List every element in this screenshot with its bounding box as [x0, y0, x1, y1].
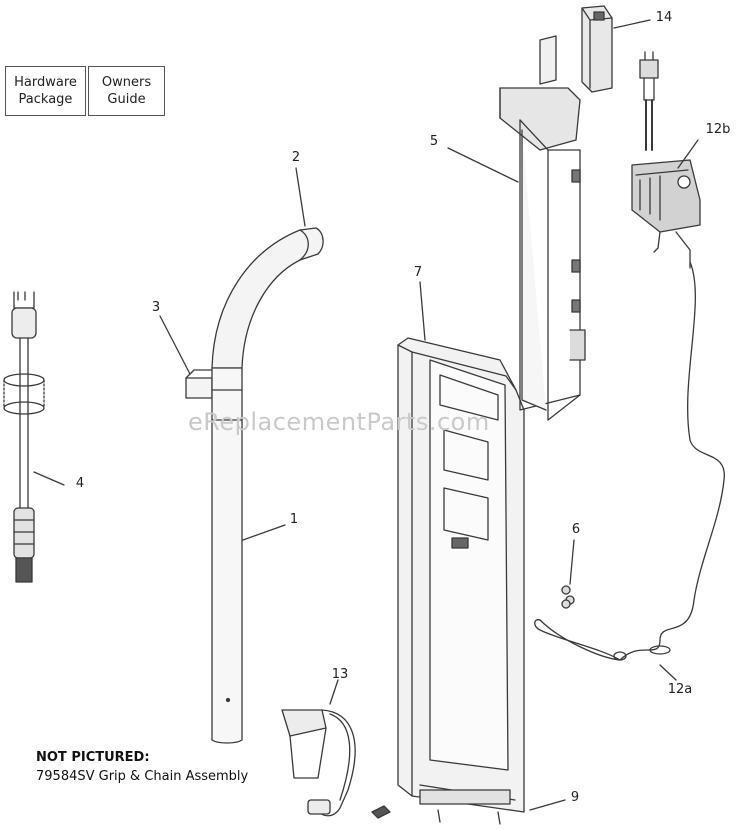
- callout-14: 14: [655, 10, 673, 25]
- part-12a-internal-wiring: [534, 261, 725, 681]
- hardware-package-line1: Hardware: [14, 75, 77, 90]
- part-14-cord-hanger: [581, 5, 651, 93]
- part-7-back-housing: [371, 281, 525, 825]
- not-pictured-item: 79584SV Grip & Chain Assembly: [36, 769, 249, 784]
- callout-7: 7: [413, 265, 423, 280]
- callout-6: 6: [571, 522, 581, 537]
- callout-12b: 12b: [705, 122, 731, 137]
- hardware-package-box: Hardware Package: [5, 66, 86, 116]
- not-pictured-header: NOT PICTURED:: [36, 750, 150, 765]
- owners-guide-line1: Owners: [101, 75, 152, 90]
- part-12b-cord-switch: [631, 51, 701, 269]
- callout-5: 5: [429, 134, 439, 149]
- watermark: eReplacementParts.com: [188, 408, 490, 436]
- owners-guide-line2: Guide: [107, 92, 146, 107]
- callout-13: 13: [331, 667, 349, 682]
- callout-2: 2: [291, 150, 301, 165]
- part-4-power-cord: [3, 291, 65, 583]
- hardware-package-line2: Package: [18, 92, 73, 107]
- not-pictured-note: NOT PICTURED: 79584SV Grip & Chain Assem…: [36, 748, 248, 786]
- owners-guide-box: Owners Guide: [88, 66, 165, 116]
- callout-3: 3: [151, 300, 161, 315]
- callout-4: 4: [75, 476, 85, 491]
- part-6-screws: [561, 539, 575, 609]
- callout-9: 9: [570, 790, 580, 805]
- part-3-clip: [159, 315, 213, 399]
- callout-1: 1: [289, 512, 299, 527]
- part-5-front-panel: [447, 35, 586, 421]
- part-2-handle-grip: [211, 167, 324, 369]
- part-1-handle-tube: [211, 367, 286, 744]
- callout-12a: 12a: [667, 682, 693, 697]
- part-13-cord-hook: [281, 679, 356, 817]
